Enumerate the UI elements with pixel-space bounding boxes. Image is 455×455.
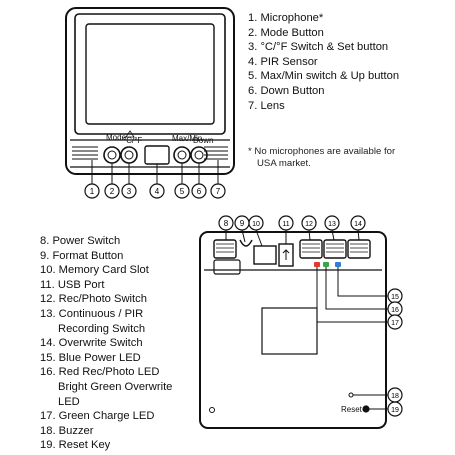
- legend-item: 5. Max/Min switch & Up button: [248, 70, 400, 83]
- callout-14: 14: [350, 215, 366, 231]
- legend-item: 19. Reset Key: [40, 439, 111, 452]
- screw: [209, 407, 215, 413]
- legend-item: 2. Mode Button: [248, 26, 324, 39]
- continuous-pir-switch[interactable]: [323, 239, 347, 259]
- callout-number: 17: [391, 320, 399, 327]
- red-led: [314, 262, 320, 267]
- callout-number: 1: [90, 187, 95, 196]
- legend-item: 11. USB Port: [40, 278, 105, 291]
- legend-item: 9. Format Button: [40, 249, 124, 262]
- callout-17: 17: [387, 314, 403, 330]
- legend-item: 6. Down Button: [248, 84, 325, 97]
- microphone-grille-right: [204, 146, 228, 160]
- legend-item-continuation: Recording Switch: [58, 322, 146, 335]
- callout-9: 9: [234, 215, 250, 231]
- callout-number: 5: [180, 187, 185, 196]
- label-down: Down: [193, 136, 213, 145]
- callout-number: 6: [197, 187, 202, 196]
- back-body: [199, 231, 387, 429]
- callout-number: 4: [155, 187, 160, 196]
- front-device: [65, 7, 235, 175]
- callout-10: 10: [248, 215, 264, 231]
- usb-port-area: [213, 259, 241, 275]
- power-switch[interactable]: [213, 239, 237, 259]
- back-callout-leaders: [225, 229, 388, 410]
- callout-number: 8: [224, 219, 229, 228]
- callout-number: 2: [110, 187, 115, 196]
- callout-number: 10: [252, 221, 260, 228]
- callout-number: 13: [328, 221, 336, 228]
- leds: [314, 262, 341, 267]
- label-mode: Mode: [106, 133, 127, 142]
- callout-number: 7: [216, 187, 221, 196]
- legend-item: 1. Microphone*: [248, 12, 324, 24]
- front-screen-bezel: [74, 13, 226, 135]
- callout-18: 18: [387, 387, 403, 403]
- legend-item: 15. Blue Power LED: [40, 351, 141, 364]
- front-callouts: [91, 160, 219, 184]
- callout-5: 5: [174, 183, 190, 199]
- legend-item-continuation: Bright Green Overwrite: [58, 380, 173, 393]
- label-plate: [261, 307, 318, 355]
- callout-number: 12: [305, 221, 313, 228]
- legend-item: 18. Buzzer: [40, 424, 94, 437]
- green-led: [323, 262, 329, 267]
- callout-number: 19: [391, 407, 399, 414]
- callout-number: 3: [127, 187, 132, 196]
- blue-led: [335, 262, 341, 267]
- callout-number: 15: [391, 294, 399, 301]
- front-legend: 1. Microphone* 2. Mode Button 3. °C/°F S…: [248, 11, 399, 113]
- legend-item: 10. Memory Card Slot: [40, 264, 149, 277]
- legend-item: 14. Overwrite Switch: [40, 337, 143, 350]
- legend-item: 12. Rec/Photo Switch: [40, 293, 147, 306]
- callout-2: 2: [104, 183, 120, 199]
- callout-number: 16: [391, 307, 399, 314]
- legend-item: 13. Continuous / PIR: [40, 307, 144, 320]
- callout-8: 8: [218, 215, 234, 231]
- legend-item: 8. Power Switch: [40, 235, 121, 247]
- callout-11: 11: [278, 215, 294, 231]
- callout-number: 11: [282, 221, 289, 228]
- callout-number: 14: [354, 221, 362, 228]
- callout-16: 16: [387, 301, 403, 317]
- footnote-line: USA market.: [257, 158, 311, 169]
- callout-number: 9: [240, 219, 245, 228]
- legend-item: 17. Green Charge LED: [40, 410, 155, 423]
- callout-15: 15: [387, 288, 403, 304]
- legend-item: 16. Red Rec/Photo LED: [40, 366, 160, 379]
- front-body: [65, 7, 235, 175]
- legend-item-continuation: LED: [58, 395, 80, 408]
- callout-1: 1: [84, 183, 100, 199]
- footnote-line: * No microphones are available for: [248, 146, 396, 157]
- label-reset: Reset: [341, 405, 363, 414]
- footnote: * No microphones are available for USA m…: [248, 146, 395, 170]
- triangle-icon: [125, 130, 135, 138]
- callout-6: 6: [191, 183, 207, 199]
- callout-12: 12: [301, 215, 317, 231]
- front-screen: [85, 23, 215, 125]
- label-maxmin: Max/Min: [172, 134, 202, 143]
- label-set: °C/°F: [123, 136, 142, 145]
- usb-icon: [282, 249, 290, 260]
- callout-3: 3: [121, 183, 137, 199]
- callout-number: 18: [391, 393, 399, 400]
- back-legend: 8. Power Switch 9. Format Button 10. Mem…: [40, 234, 172, 453]
- legend-item: 3. °C/°F Switch & Set button: [248, 41, 389, 54]
- format-button[interactable]: [239, 239, 253, 247]
- callout-4: 4: [149, 183, 165, 199]
- legend-item: 4. PIR Sensor: [248, 55, 318, 68]
- memory-card-slot[interactable]: [253, 245, 277, 265]
- callout-19: 19: [387, 401, 403, 417]
- back-device: [199, 231, 387, 429]
- microphone-grille-left: [72, 146, 98, 160]
- reset-key[interactable]: [362, 405, 370, 413]
- rec-photo-switch[interactable]: [299, 239, 323, 259]
- callout-13: 13: [324, 215, 340, 231]
- callout-7: 7: [210, 183, 226, 199]
- legend-item: 7. Lens: [248, 99, 285, 112]
